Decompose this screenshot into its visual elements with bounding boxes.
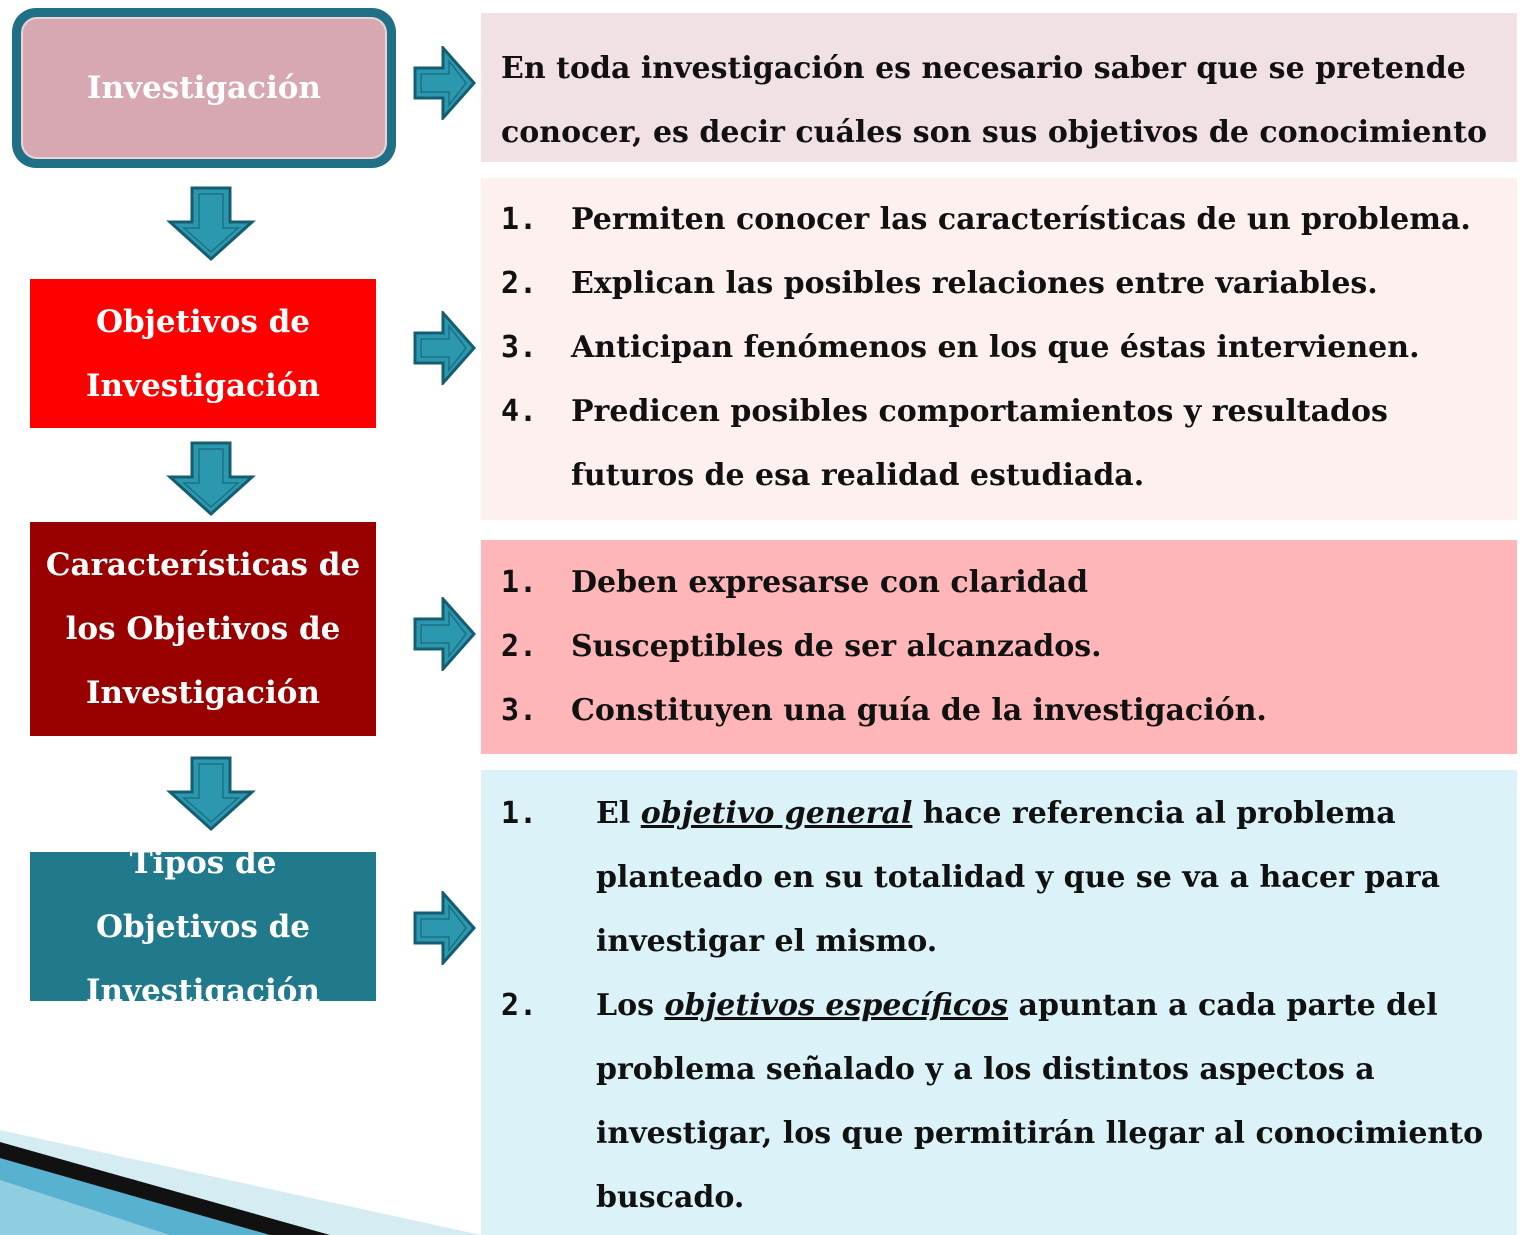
list-text: Permiten conocer las características de … <box>571 202 1471 237</box>
objetivos-box: Objetivos de Investigación <box>30 279 376 428</box>
list-number: 4. <box>501 394 538 429</box>
list-item: 1. Deben expresarse con claridad <box>501 551 1497 615</box>
list-text: Los objetivos específicos apuntan a cada… <box>596 974 1497 1230</box>
list-item: 2. Explican las posibles relaciones entr… <box>501 252 1497 316</box>
list-text: Constituyen una guía de la investigación… <box>571 693 1267 728</box>
arrow-down-icon <box>166 441 256 517</box>
corner-decoration <box>0 1130 481 1235</box>
list-text: Deben expresarse con claridad <box>571 565 1089 600</box>
list-item: 4. Predicen posibles comportamientos y r… <box>501 380 1497 508</box>
arrow-down-icon <box>166 756 256 832</box>
tipos-label: Tipos de Objetivos de Investigación <box>86 844 320 1009</box>
list-text-pre: Los <box>596 988 665 1023</box>
tipos-panel: 1. El objetivo general hace referencia a… <box>481 770 1517 1235</box>
list-text: Susceptibles de ser alcanzados. <box>571 629 1102 664</box>
arrow-right-icon <box>413 46 477 120</box>
caracteristicas-panel: 1. Deben expresarse con claridad 2. Susc… <box>481 540 1517 754</box>
intro-text: En toda investigación es necesario saber… <box>501 51 1488 150</box>
list-text-post: hace referencia al problema planteado en… <box>596 796 1441 959</box>
emphasis-term: objetivo general <box>640 796 913 831</box>
arrow-right-icon <box>413 311 477 385</box>
list-item: 2. Susceptibles de ser alcanzados. <box>501 615 1497 679</box>
list-item: 3. Anticipan fenómenos en los que éstas … <box>501 316 1497 380</box>
list-text: Explican las posibles relaciones entre v… <box>571 266 1378 301</box>
list-item: 1. Permiten conocer las características … <box>501 188 1497 252</box>
arrow-down-icon <box>166 186 256 262</box>
list-text-post: apuntan a cada parte del problema señala… <box>596 988 1484 1215</box>
intro-panel: En toda investigación es necesario saber… <box>481 13 1517 162</box>
list-item: 3. Constituyen una guía de la investigac… <box>501 679 1497 743</box>
tipos-box: Tipos de Objetivos de Investigación <box>30 845 376 1009</box>
funciones-panel: 1. Permiten conocer las características … <box>481 178 1517 520</box>
list-number: 3. <box>501 693 538 728</box>
list-number: 1. <box>501 796 538 831</box>
arrow-right-icon <box>413 891 477 965</box>
list-number: 2. <box>501 266 538 301</box>
list-number: 3. <box>501 330 538 365</box>
list-text: Predicen posibles comportamientos y resu… <box>571 394 1388 493</box>
caracteristicas-box: Características de los Objetivos de Inve… <box>30 522 376 736</box>
investigacion-label: Investigación <box>87 70 321 106</box>
list-text: El objetivo general hace referencia al p… <box>596 782 1497 974</box>
objetivos-label: Objetivos de Investigación <box>86 303 320 404</box>
list-item: 1. El objetivo general hace referencia a… <box>501 782 1497 974</box>
list-number: 2. <box>501 629 538 664</box>
list-number: 1. <box>501 565 538 600</box>
emphasis-term: objetivos específicos <box>664 988 1009 1023</box>
list-number: 2. <box>501 988 538 1023</box>
arrow-right-icon <box>413 597 477 671</box>
caracteristicas-label: Características de los Objetivos de Inve… <box>45 547 361 711</box>
list-number: 1. <box>501 202 538 237</box>
list-item: 2. Los objetivos específicos apuntan a c… <box>501 974 1497 1230</box>
list-text-pre: El <box>596 796 641 831</box>
investigacion-box: Investigación <box>12 8 396 168</box>
list-text: Anticipan fenómenos en los que éstas int… <box>571 330 1420 365</box>
